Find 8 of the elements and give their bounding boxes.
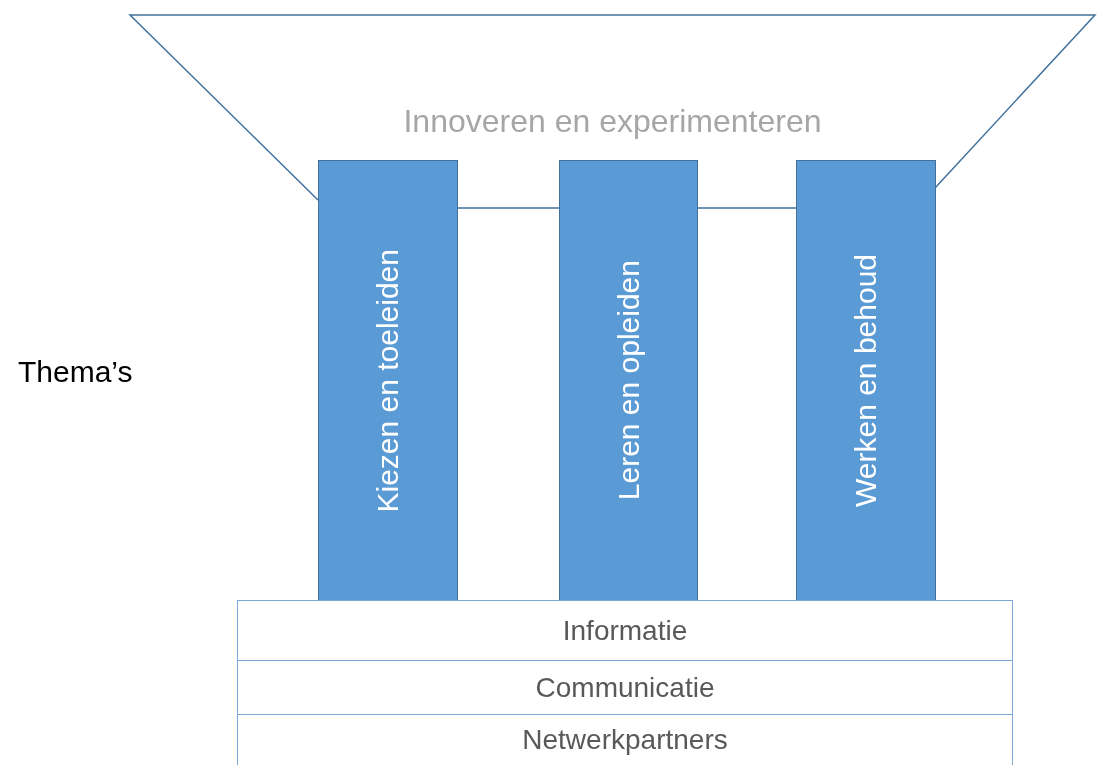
pillar: Leren en opleiden — [559, 160, 698, 601]
side-label: Thema’s — [18, 355, 133, 389]
foundation-band: Netwerkpartners — [237, 714, 1013, 765]
foundation-band: Communicatie — [237, 660, 1013, 715]
foundation-band: Informatie — [237, 600, 1013, 661]
pillar: Kiezen en toeleiden — [318, 160, 458, 601]
pillar: Werken en behoud — [796, 160, 936, 601]
roof-label: Innoveren en experimenteren — [403, 103, 822, 140]
